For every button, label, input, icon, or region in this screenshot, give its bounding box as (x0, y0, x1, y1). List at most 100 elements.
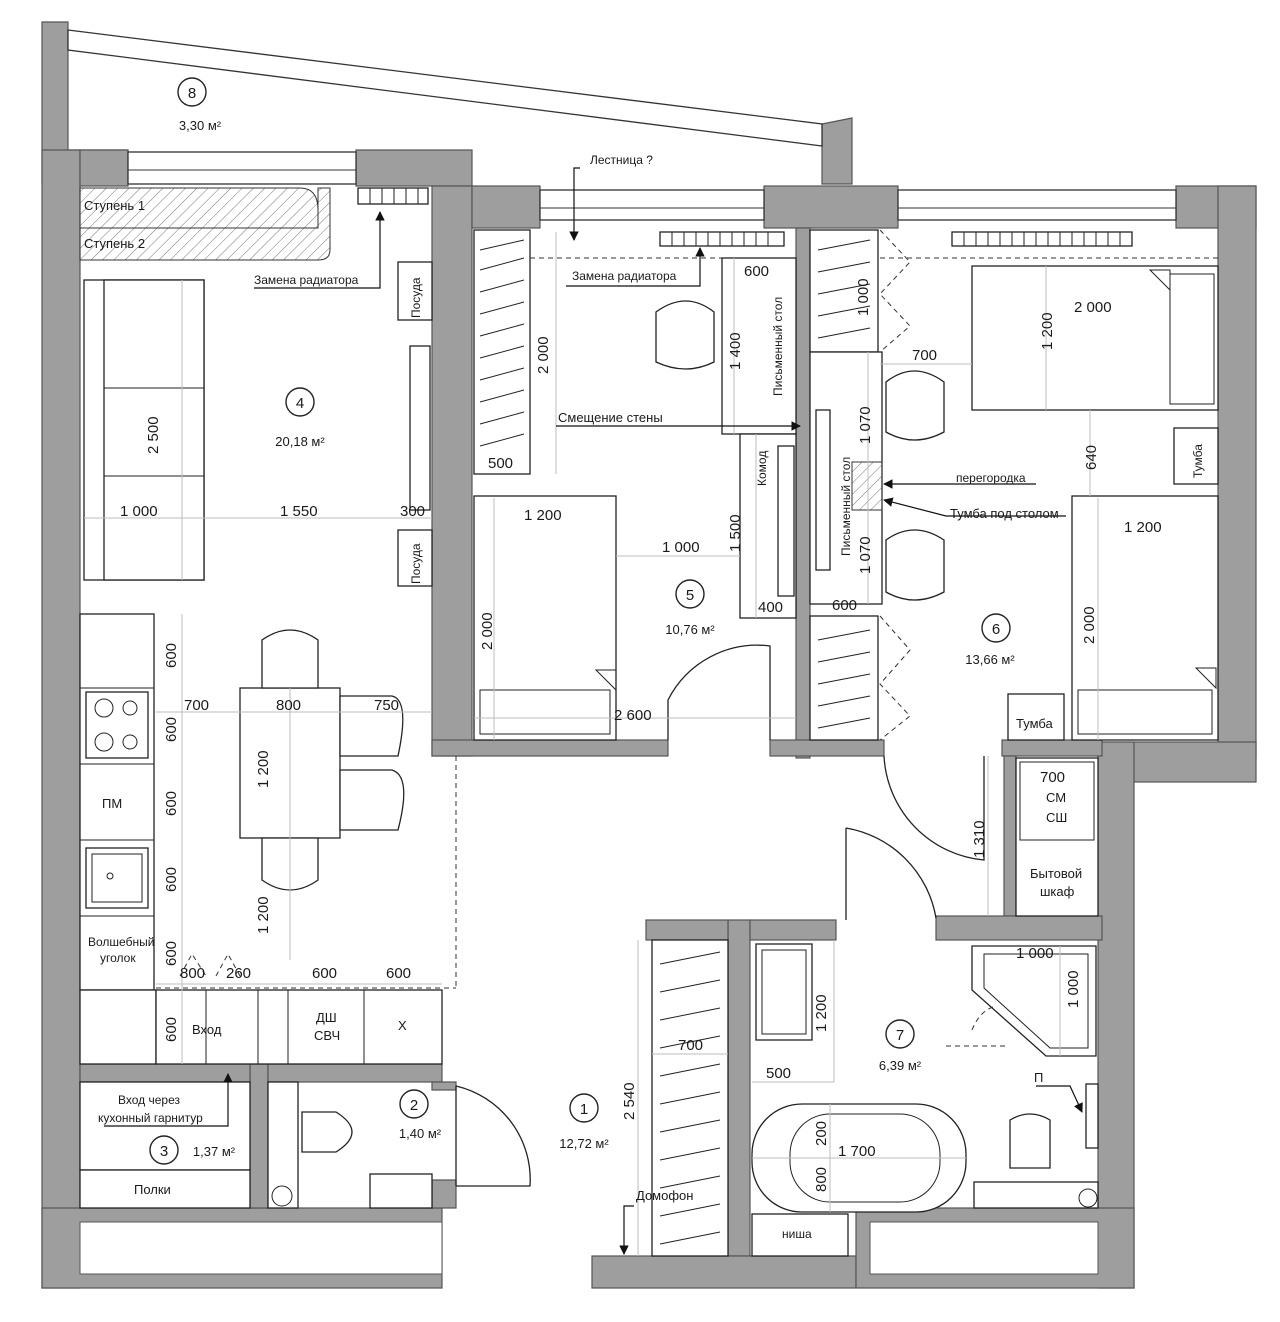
wc-door (455, 1085, 531, 1187)
nightstand-bottom (1007, 693, 1065, 741)
room-number: 1 (580, 1101, 588, 1118)
note-intercom: Домофон (636, 1188, 693, 1203)
balcony-glazing (67, 29, 823, 147)
dim: 600 (386, 965, 411, 982)
wc-right-wall (431, 1179, 457, 1209)
wardrobe-6a (809, 229, 879, 353)
dim: 2 500 (145, 416, 162, 454)
room-area: 1,37 м² (193, 1144, 236, 1159)
dim: 1 000 (1016, 945, 1054, 962)
walls (41, 21, 1257, 1289)
window-living (127, 151, 357, 185)
notes: Ступень 1 Ступень 2 Замена радиатора Лес… (84, 153, 1059, 1203)
note-partition: перегородка (956, 471, 1026, 485)
dim: 1 310 (971, 820, 988, 858)
dim: 700 (678, 1037, 703, 1054)
label-dw: ДШ (316, 1010, 337, 1025)
toilet (301, 1111, 353, 1153)
dim: 700 (912, 347, 937, 364)
dim: 1 070 (857, 406, 874, 444)
top-wall-c (471, 185, 541, 229)
label-dishes: Посуда (409, 543, 423, 584)
label-household: шкаф (1040, 884, 1075, 899)
dim: 1 200 (1039, 312, 1056, 350)
dim: 600 (163, 717, 180, 742)
room-number: 2 (410, 1097, 418, 1114)
room-area: 13,66 м² (965, 652, 1015, 667)
note-stairs: Лестница ? (590, 153, 653, 167)
wc-left-wall (249, 1063, 269, 1209)
dim: 1 000 (1065, 970, 1082, 1008)
label-entry: Вход (192, 1022, 222, 1037)
dim: 600 (163, 941, 180, 966)
kitchen-counter-corner (79, 989, 157, 1065)
dim: 1 200 (813, 994, 830, 1032)
towel-rail (1085, 1083, 1099, 1149)
room-number: 7 (896, 1027, 904, 1044)
dim: 1 070 (857, 536, 874, 574)
room-number: 5 (686, 587, 694, 604)
label-desk: Письменный стол (839, 457, 853, 556)
dim: 600 (832, 597, 857, 614)
bedroom-5 (473, 229, 797, 741)
bath-top-wall (935, 915, 1103, 941)
tv (409, 345, 431, 511)
label-nightstand: Тумба (1191, 444, 1205, 478)
room-number: 6 (992, 621, 1000, 638)
label-nightstand: Тумба (1016, 716, 1054, 731)
desk-chair-6a (885, 370, 945, 441)
wc-door-jamb (431, 1081, 457, 1091)
kitchen-sink (85, 847, 149, 909)
right-outer-wall-top (1217, 185, 1257, 759)
room-number: 3 (160, 1143, 168, 1160)
dim: 700 (1040, 769, 1065, 786)
annotation-arrows (104, 167, 1083, 1255)
wc-sink (369, 1173, 433, 1209)
wardrobe-6b (809, 615, 879, 741)
shower (971, 945, 1097, 1057)
dim: 800 (813, 1167, 830, 1192)
note-p: П (1034, 1070, 1043, 1085)
tv-5 (777, 445, 795, 597)
bed-5 (473, 495, 617, 741)
radiator-living (357, 187, 429, 205)
dim: 2 540 (621, 1082, 638, 1120)
note-step1: Ступень 1 (84, 198, 145, 213)
note-entry-through: Вход через (118, 1093, 180, 1107)
right-outer-wall-bottom (1097, 741, 1135, 1289)
wc-installation (267, 1081, 299, 1209)
label-magic-corner: Волшебный (88, 935, 154, 949)
dim: 600 (163, 867, 180, 892)
note-desk-cabinet: Тумба под столом (950, 506, 1059, 521)
dim: 1 000 (855, 278, 872, 316)
desk-chair-5 (655, 300, 715, 370)
hob (85, 691, 149, 759)
dim: 700 (184, 697, 209, 714)
shelves (79, 1169, 251, 1209)
wardrobe-top-wall (645, 919, 729, 941)
wall-5-6 (795, 227, 811, 759)
label-sm: СМ (1046, 790, 1066, 805)
desk-cabinet (851, 461, 883, 511)
windows (67, 29, 1177, 221)
dim: 400 (758, 599, 783, 616)
dim: 1 200 (1124, 519, 1162, 536)
dim: 600 (163, 791, 180, 816)
label-fridge: Х (398, 1018, 407, 1033)
kitchen-counter-left (79, 613, 155, 991)
label-dishes: Посуда (409, 277, 423, 318)
label-mw: СВЧ (314, 1028, 340, 1043)
note-radiator: Замена радиатора (572, 269, 677, 283)
desk-chair-6b (885, 529, 945, 601)
furniture-labels: Посуда Посуда Письменный стол Письменный… (88, 277, 1205, 1241)
dim: 500 (766, 1065, 791, 1082)
wall-4-5 (431, 185, 473, 757)
dim: 800 (180, 965, 205, 982)
kitchen-counter-bottom (155, 989, 443, 1065)
balcony-wall-right (821, 117, 853, 185)
dishes-shelf-top (397, 261, 433, 321)
dim: 1 200 (524, 507, 562, 524)
nightstand-top (1173, 427, 1219, 485)
dim: 2 000 (1074, 299, 1112, 316)
